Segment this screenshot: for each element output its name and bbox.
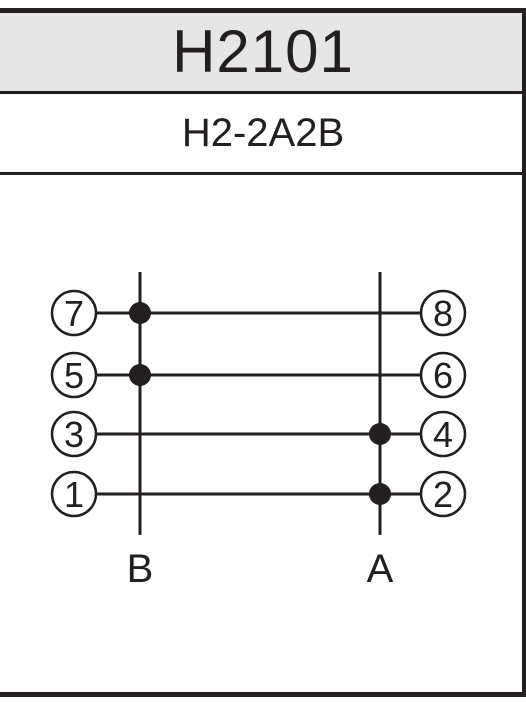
right-pin-circle: [419, 470, 467, 518]
left-pin-circle: [50, 410, 98, 458]
junction-dot: [129, 364, 151, 386]
left-pin-circle: [50, 289, 98, 337]
left-pin-number: 5: [64, 355, 84, 396]
right-pin-circle: [419, 410, 467, 458]
right-pin-number: 6: [433, 355, 453, 396]
junction-dot: [369, 483, 391, 505]
junction-dot: [369, 423, 391, 445]
model-number: H2101: [172, 18, 354, 85]
right-pin-number: 8: [433, 293, 453, 334]
type-code: H2-2A2B: [181, 111, 345, 155]
right-pin-circle: [419, 289, 467, 337]
bus-label-a: A: [367, 547, 394, 591]
right-border: [522, 8, 526, 697]
right-pin-circle: [419, 351, 467, 399]
left-pin-number: 1: [64, 474, 84, 515]
left-pin-number: 3: [64, 414, 84, 455]
left-pin-number: 7: [64, 293, 84, 334]
left-pin-circle: [50, 351, 98, 399]
bus-label-b: B: [127, 547, 154, 591]
left-pin-circle: [50, 470, 98, 518]
bus-lines: [138, 272, 382, 535]
model-header: H2101: [0, 13, 526, 94]
right-pin-number: 4: [433, 414, 453, 455]
type-header: H2-2A2B: [0, 94, 526, 175]
junction-dot: [129, 302, 151, 324]
right-pin-number: 2: [433, 474, 453, 515]
